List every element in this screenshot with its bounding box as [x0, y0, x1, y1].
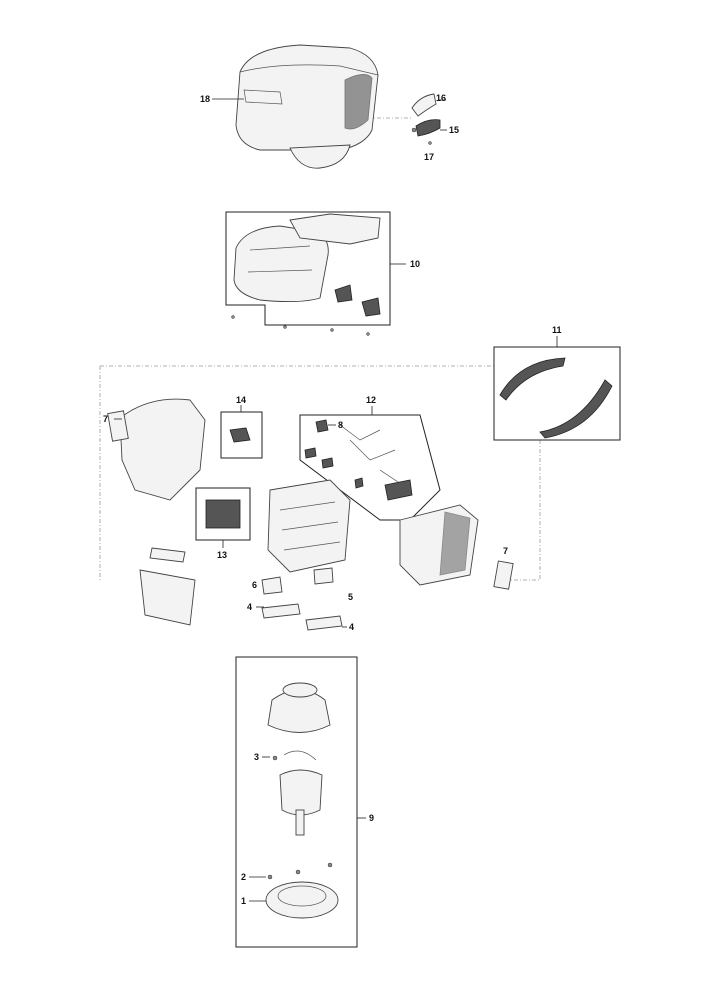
- latch-parts: [411, 93, 441, 145]
- part-14: [229, 427, 251, 443]
- callout-15: 15: [449, 125, 459, 135]
- grille-parts: [499, 357, 613, 439]
- callout-7-right: 7: [503, 546, 508, 556]
- callout-12: 12: [366, 395, 376, 405]
- cover-parts: [231, 213, 381, 336]
- callout-18: 18: [200, 94, 210, 104]
- housing-assembly: [235, 44, 379, 169]
- callout-2: 2: [241, 872, 246, 882]
- callout-1: 1: [241, 896, 246, 906]
- callout-4-left: 4: [247, 602, 252, 612]
- left-panel-parts: [107, 398, 206, 626]
- callout-9: 9: [369, 813, 374, 823]
- callout-10: 10: [410, 259, 420, 269]
- callout-8: 8: [338, 420, 343, 430]
- group-box-9: [235, 656, 358, 948]
- callout-6: 6: [252, 580, 257, 590]
- wiring-parts: [304, 419, 413, 501]
- callout-11: 11: [552, 325, 562, 335]
- motor-assembly: [265, 682, 339, 919]
- callout-3: 3: [254, 752, 259, 762]
- callout-4-right: 4: [349, 622, 354, 632]
- callout-14: 14: [236, 395, 246, 405]
- right-panel-parts: [399, 504, 514, 590]
- callout-5: 5: [348, 592, 353, 602]
- callout-13: 13: [217, 550, 227, 560]
- callout-7-left: 7: [103, 414, 108, 424]
- filter-13: [205, 499, 241, 529]
- center-frame: [261, 479, 351, 631]
- group-box-14: [220, 411, 263, 459]
- callout-17: 17: [424, 152, 434, 162]
- callout-16: 16: [436, 93, 446, 103]
- group-box-10: [225, 211, 391, 326]
